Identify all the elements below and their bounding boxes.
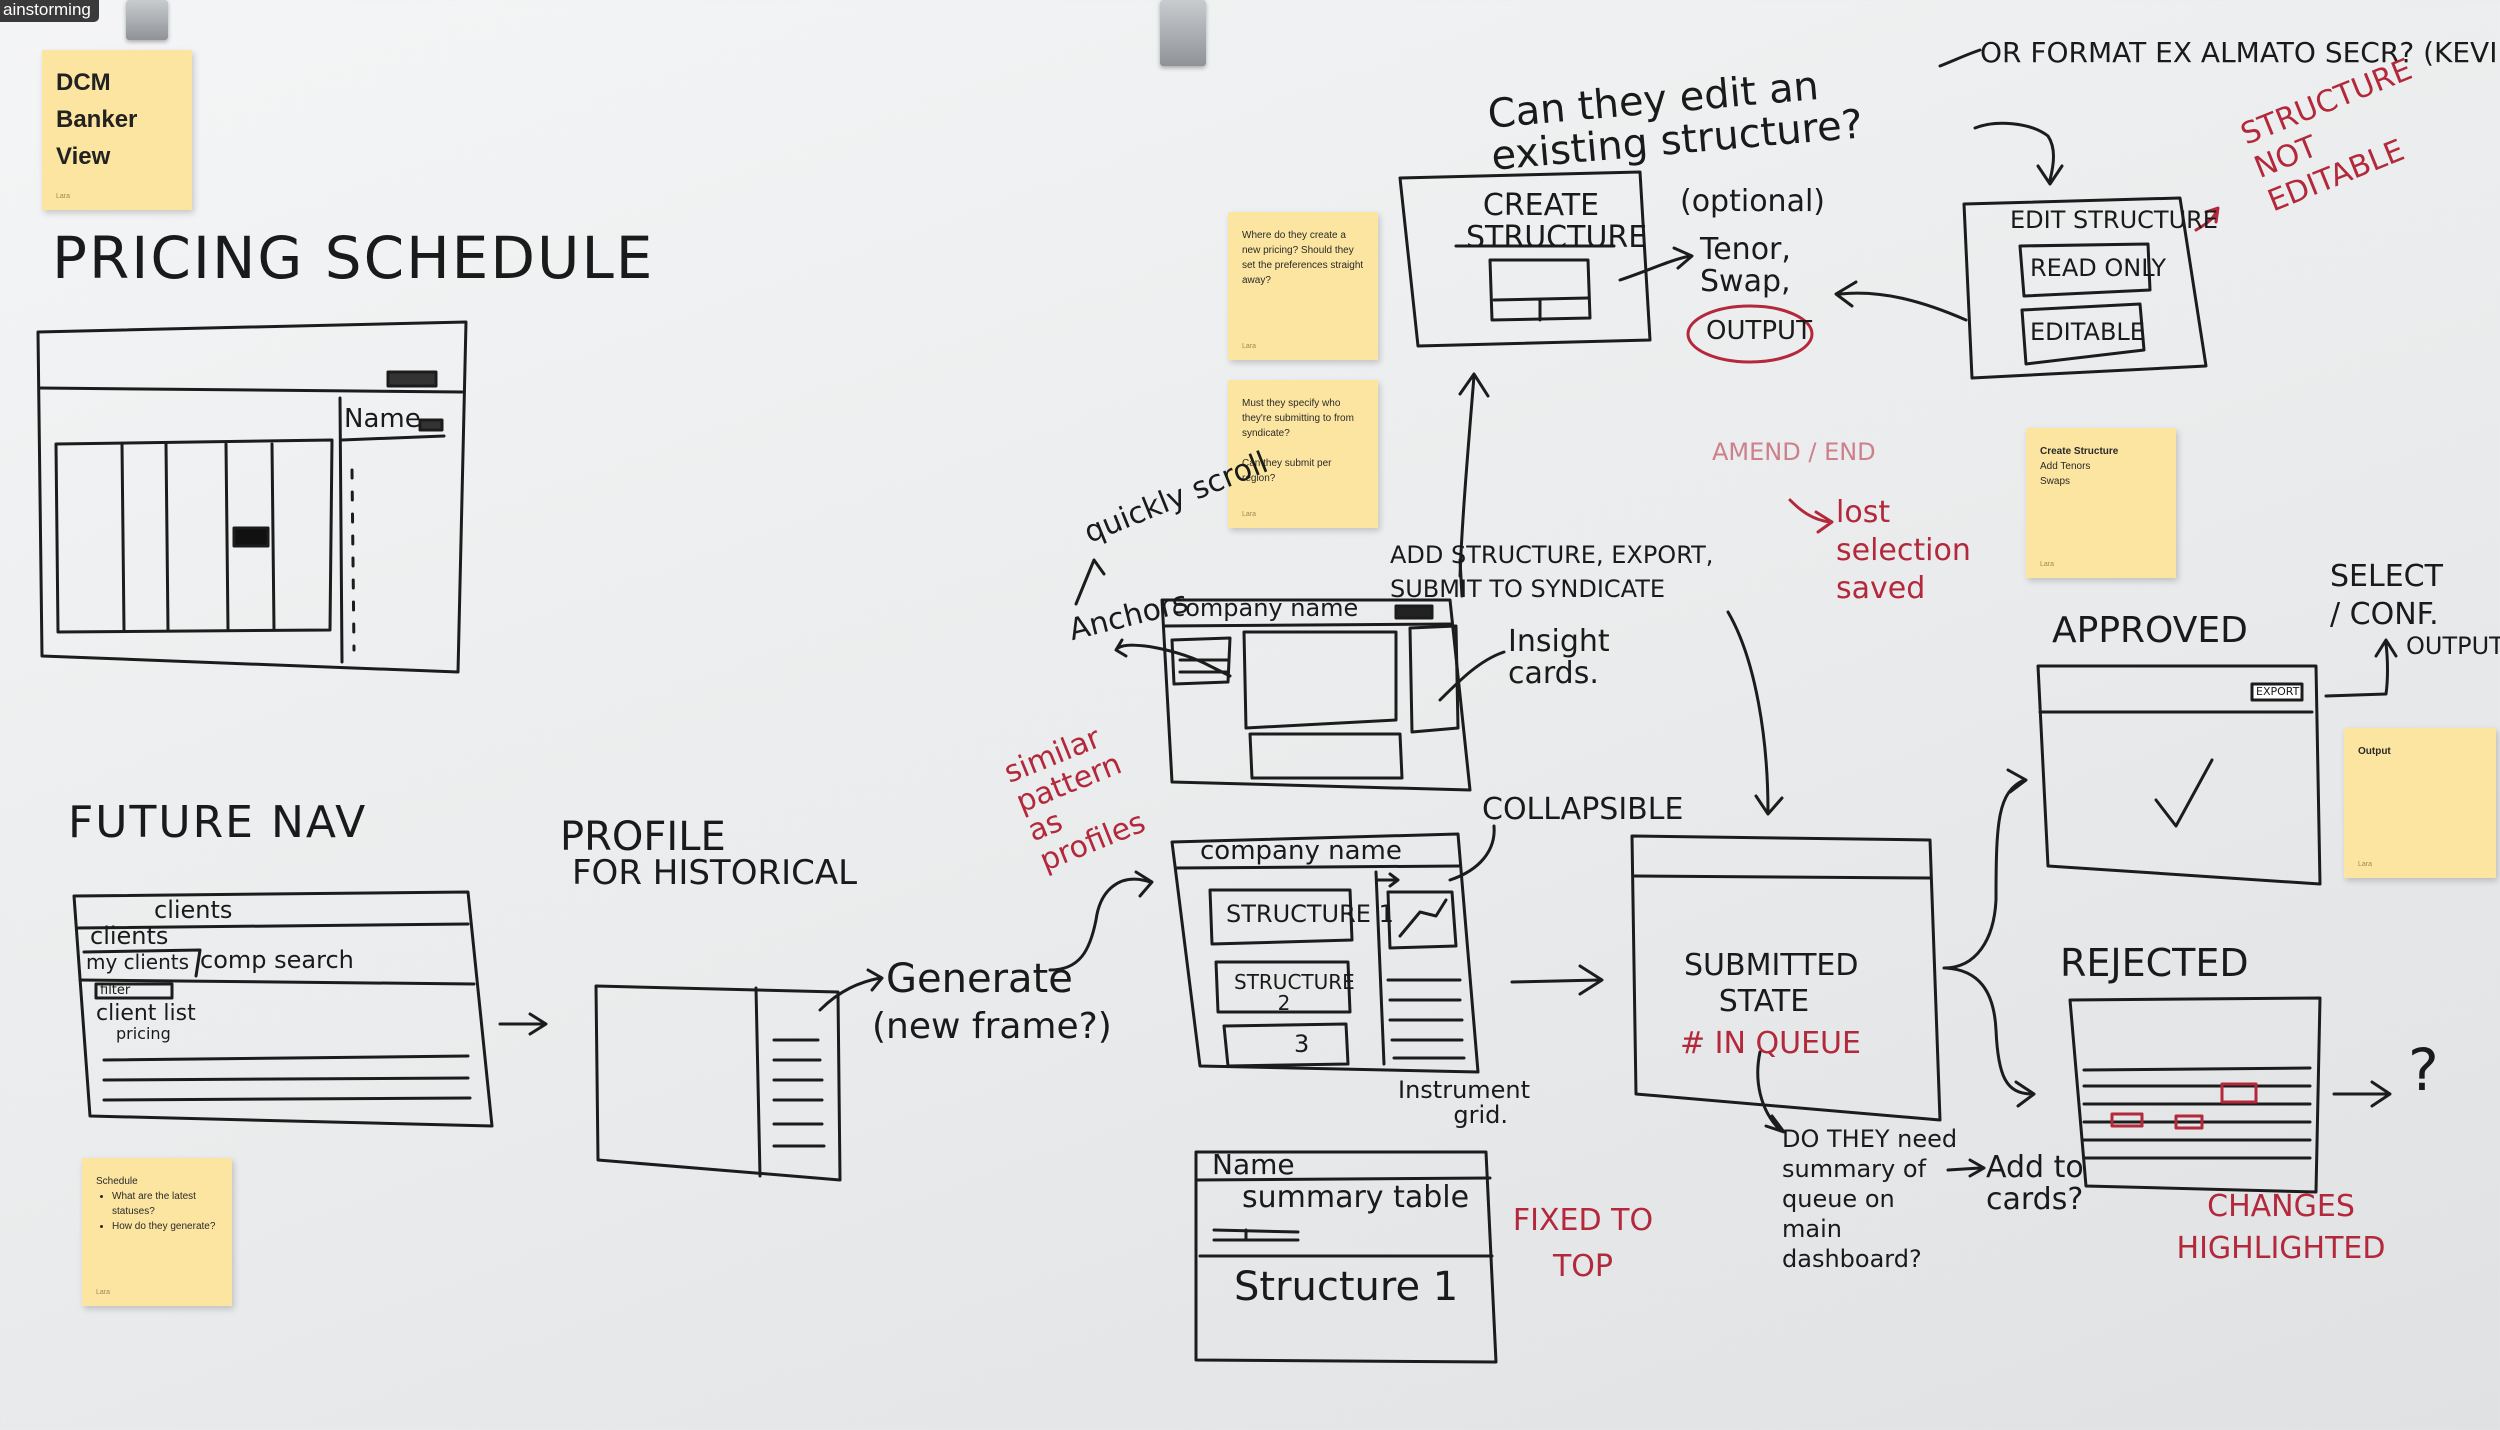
sticky-author: Lara bbox=[56, 193, 71, 200]
pricing-schedule-heading: PRICING SCHEDULE bbox=[52, 224, 655, 292]
summary-table-label: summary table bbox=[1242, 1180, 1470, 1215]
tenor-swap-note: Tenor, Swap, bbox=[1700, 232, 1791, 299]
sticky-author: Lara bbox=[96, 1289, 111, 1296]
new-frame-label: (new frame?) bbox=[872, 1006, 1112, 1047]
approved-heading: APPROVED bbox=[2052, 610, 2248, 651]
sticky-must-specify[interactable]: Must they specify who they're submitting… bbox=[1228, 380, 1378, 528]
rejected-heading: REJECTED bbox=[2060, 941, 2249, 985]
sticky-create-line2: Swaps bbox=[2040, 476, 2071, 487]
in-queue-label: # IN QUEUE bbox=[1680, 1026, 1861, 1061]
sticky-author: Lara bbox=[2040, 561, 2055, 568]
arrow-to-approved bbox=[1942, 768, 2028, 970]
for-historical-heading: FOR HISTORICAL bbox=[572, 853, 858, 893]
sticky-output[interactable]: Output Lara bbox=[2344, 728, 2496, 878]
sticky-where-text: Where do they create a new pricing? Shou… bbox=[1242, 230, 1364, 286]
board-clip-center bbox=[1160, 0, 1206, 66]
edit-structure-title: EDIT STRUCTURE bbox=[2010, 206, 2218, 234]
sticky-schedule[interactable]: Schedule What are the latest statuses?Ho… bbox=[82, 1158, 232, 1306]
company-scroll-wireframe bbox=[1074, 558, 1506, 792]
sticky-author: Lara bbox=[1242, 511, 1257, 518]
nav-clients-header: clients bbox=[154, 896, 233, 924]
sticky-dcm-line3: View bbox=[56, 143, 111, 170]
nav-filter: filter bbox=[100, 983, 131, 998]
create-structure-wireframe bbox=[1398, 170, 1694, 348]
export-button-sketch: EXPORT bbox=[2256, 685, 2300, 698]
insight-cards-note: Insight cards. bbox=[1508, 624, 1610, 691]
create-structure-title: CREATE STRUCTURE bbox=[1466, 188, 1648, 255]
nav-client-list: client list bbox=[96, 1001, 196, 1026]
submitted-state-label: SUBMITTED STATE bbox=[1684, 948, 1859, 1019]
sticky-author: Lara bbox=[2358, 861, 2373, 868]
nav-clients-tab: clients bbox=[90, 922, 169, 950]
pricing-name-label: Name bbox=[344, 404, 421, 434]
optional-note: (optional) bbox=[1680, 184, 1825, 219]
summary-table-wireframe bbox=[1194, 1150, 1498, 1364]
generate-label: Generate bbox=[886, 956, 1073, 1002]
sticky-output-title: Output bbox=[2358, 746, 2391, 757]
sticky-dcm-line1: DCM bbox=[56, 69, 111, 96]
read-only-label: READ ONLY bbox=[2030, 254, 2167, 282]
output-circle bbox=[1686, 304, 1814, 364]
structure-1-card: STRUCTURE 1 bbox=[1226, 900, 1394, 928]
submitted-state-wireframe bbox=[1630, 834, 1986, 1178]
select-conf-note: SELECT / CONF. bbox=[2330, 559, 2443, 632]
add-to-cards-note: Add to cards? bbox=[1986, 1150, 2084, 1217]
question-mark: ? bbox=[2408, 1036, 2441, 1104]
edit-structure-wireframe bbox=[1834, 48, 2220, 380]
structure-1-large: Structure 1 bbox=[1234, 1264, 1459, 1310]
instrument-grid-note: Instrument grid. bbox=[1398, 1076, 1531, 1130]
approved-wireframe bbox=[2036, 638, 2398, 886]
sticky-dcm-line2: Banker bbox=[56, 106, 138, 133]
amend-end-note: AMEND / END bbox=[1712, 438, 1876, 466]
sticky-schedule-bullet2: How do they generate? bbox=[112, 1219, 220, 1234]
sticky-must-text: Must they specify who they're submitting… bbox=[1242, 398, 1354, 484]
do-they-need-note: DO THEY need summary of queue on main da… bbox=[1782, 1125, 1958, 1273]
nav-comp-search-tab: comp search bbox=[200, 946, 354, 974]
company-name-scroll-title: company name bbox=[1172, 594, 1359, 622]
collapsible-note: COLLAPSIBLE bbox=[1482, 792, 1684, 827]
sticky-schedule-bullet1: What are the latest statuses? bbox=[112, 1189, 220, 1219]
company-collapsible-wireframe bbox=[1170, 824, 1604, 1074]
profile-wireframe bbox=[594, 870, 1154, 1182]
arrow-to-create bbox=[1458, 372, 1490, 578]
output-note: OUTPUT bbox=[1706, 316, 1812, 346]
sticky-create-title: Create Structure bbox=[2040, 446, 2119, 457]
company-name-collapsible-title: company name bbox=[1200, 836, 1402, 866]
future-nav-wireframe bbox=[72, 890, 548, 1128]
nav-pricing: pricing bbox=[116, 1024, 171, 1043]
output-small-note: OUTPUT bbox=[2406, 632, 2500, 660]
lost-selection-note: lost selection saved bbox=[1836, 495, 1971, 606]
sticky-schedule-title: Schedule bbox=[96, 1176, 138, 1187]
sticky-where-create-pricing[interactable]: Where do they create a new pricing? Shou… bbox=[1228, 212, 1378, 360]
sticky-create-line1: Add Tenors bbox=[2040, 461, 2091, 472]
profile-heading: PROFILE bbox=[560, 814, 726, 860]
pricing-schedule-wireframe bbox=[36, 320, 468, 674]
fixed-to-top-note: FIXED TO TOP bbox=[1512, 1203, 1654, 1284]
window-title-badge: ainstorming bbox=[0, 0, 99, 22]
arrow-submit-to-submitted bbox=[1726, 610, 1784, 816]
add-structure-note: ADD STRUCTURE, EXPORT, SUBMIT TO SYNDICA… bbox=[1390, 541, 1714, 603]
arrow-to-rejected bbox=[1944, 966, 2036, 1108]
board-clip-left bbox=[126, 0, 168, 40]
structure-2-card: STRUCTURE 2 bbox=[1234, 970, 1355, 1015]
or-format-note: OR FORMAT EX ALMATO SECR? (KEVIN) bbox=[1980, 36, 2500, 69]
editable-label: EDITABLE bbox=[2030, 318, 2145, 346]
nav-my-clients-tab: my clients bbox=[86, 950, 190, 974]
changes-highlighted-note: CHANGES HIGHLIGHTED bbox=[2176, 1189, 2386, 1266]
summary-name-label: Name bbox=[1212, 1148, 1295, 1181]
rejected-wireframe bbox=[2068, 996, 2392, 1194]
sticky-author: Lara bbox=[1242, 343, 1257, 350]
structure-3-card: 3 bbox=[1294, 1030, 1310, 1058]
future-nav-heading: FUTURE NAV bbox=[68, 797, 368, 848]
